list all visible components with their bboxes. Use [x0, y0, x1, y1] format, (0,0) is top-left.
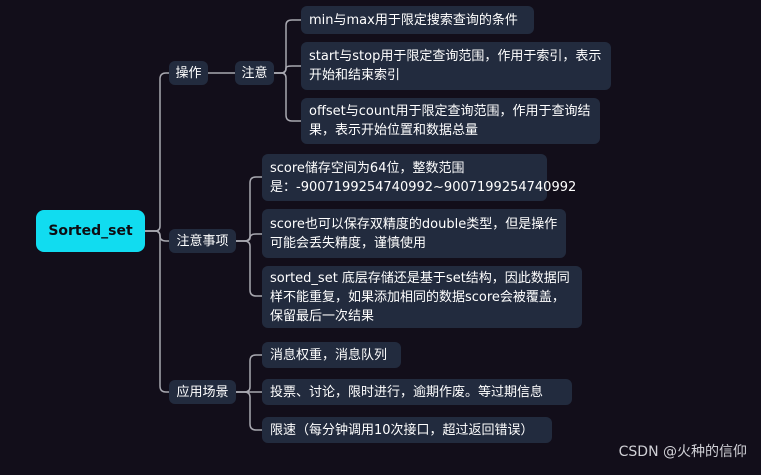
connector-zhuyishixiang-leaf3	[236, 240, 262, 297]
branch-yingyongchangjing[interactable]: 应用场景	[169, 380, 236, 404]
leaf-message-queue[interactable]: 消息权重，消息队列	[262, 342, 401, 368]
leaf-score-range[interactable]: score储存空间为64位，整数范围是：-9007199254740992~90…	[262, 154, 576, 201]
connector-yingyong-leaf1	[236, 354, 262, 393]
connector-root-zhuyishixiang	[145, 230, 169, 242]
connector-root-caozuo	[145, 72, 169, 232]
leaf-offset-count[interactable]: offset与count用于限定查询范围，作用于查询结果，表示开始位置和数据总量	[301, 98, 600, 144]
root-node[interactable]: Sorted_set	[36, 210, 145, 252]
connector-zhuyi-leaf2	[274, 65, 301, 74]
connector-zhuyishixiang-leaf1	[236, 176, 262, 242]
watermark: CSDN @火种的信仰	[618, 444, 747, 460]
leaf-sorted-set-structure[interactable]: sorted_set 底层存储还是基于set结构，因此数据同样不能重复，如果添加…	[262, 266, 582, 328]
connector-root-yingyongchangjing	[145, 230, 169, 393]
leaf-score-double[interactable]: score也可以保存双精度的double类型，但是操作可能会丢失精度，谨慎使用	[262, 209, 566, 258]
branch-caozuo[interactable]: 操作	[169, 61, 208, 85]
connector-zhuyi-leaf1	[274, 19, 301, 74]
leaf-start-stop[interactable]: start与stop用于限定查询范围，作用于索引，表示开始和结束索引	[301, 42, 611, 90]
connector-zhuyishixiang-leaf2	[236, 233, 262, 242]
subbranch-zhuyi[interactable]: 注意	[235, 61, 274, 85]
leaf-min-max[interactable]: min与max用于限定搜索查询的条件	[301, 6, 534, 34]
connector-yingyong-leaf3	[236, 391, 262, 431]
leaf-rate-limit[interactable]: 限速（每分钟调用10次接口，超过返回错误）	[262, 417, 552, 443]
leaf-voting[interactable]: 投票、讨论，限时进行，逾期作废。等过期信息	[262, 379, 572, 405]
branch-zhuyishixiang[interactable]: 注意事项	[169, 229, 236, 253]
connector-zhuyi-leaf3	[274, 72, 301, 122]
